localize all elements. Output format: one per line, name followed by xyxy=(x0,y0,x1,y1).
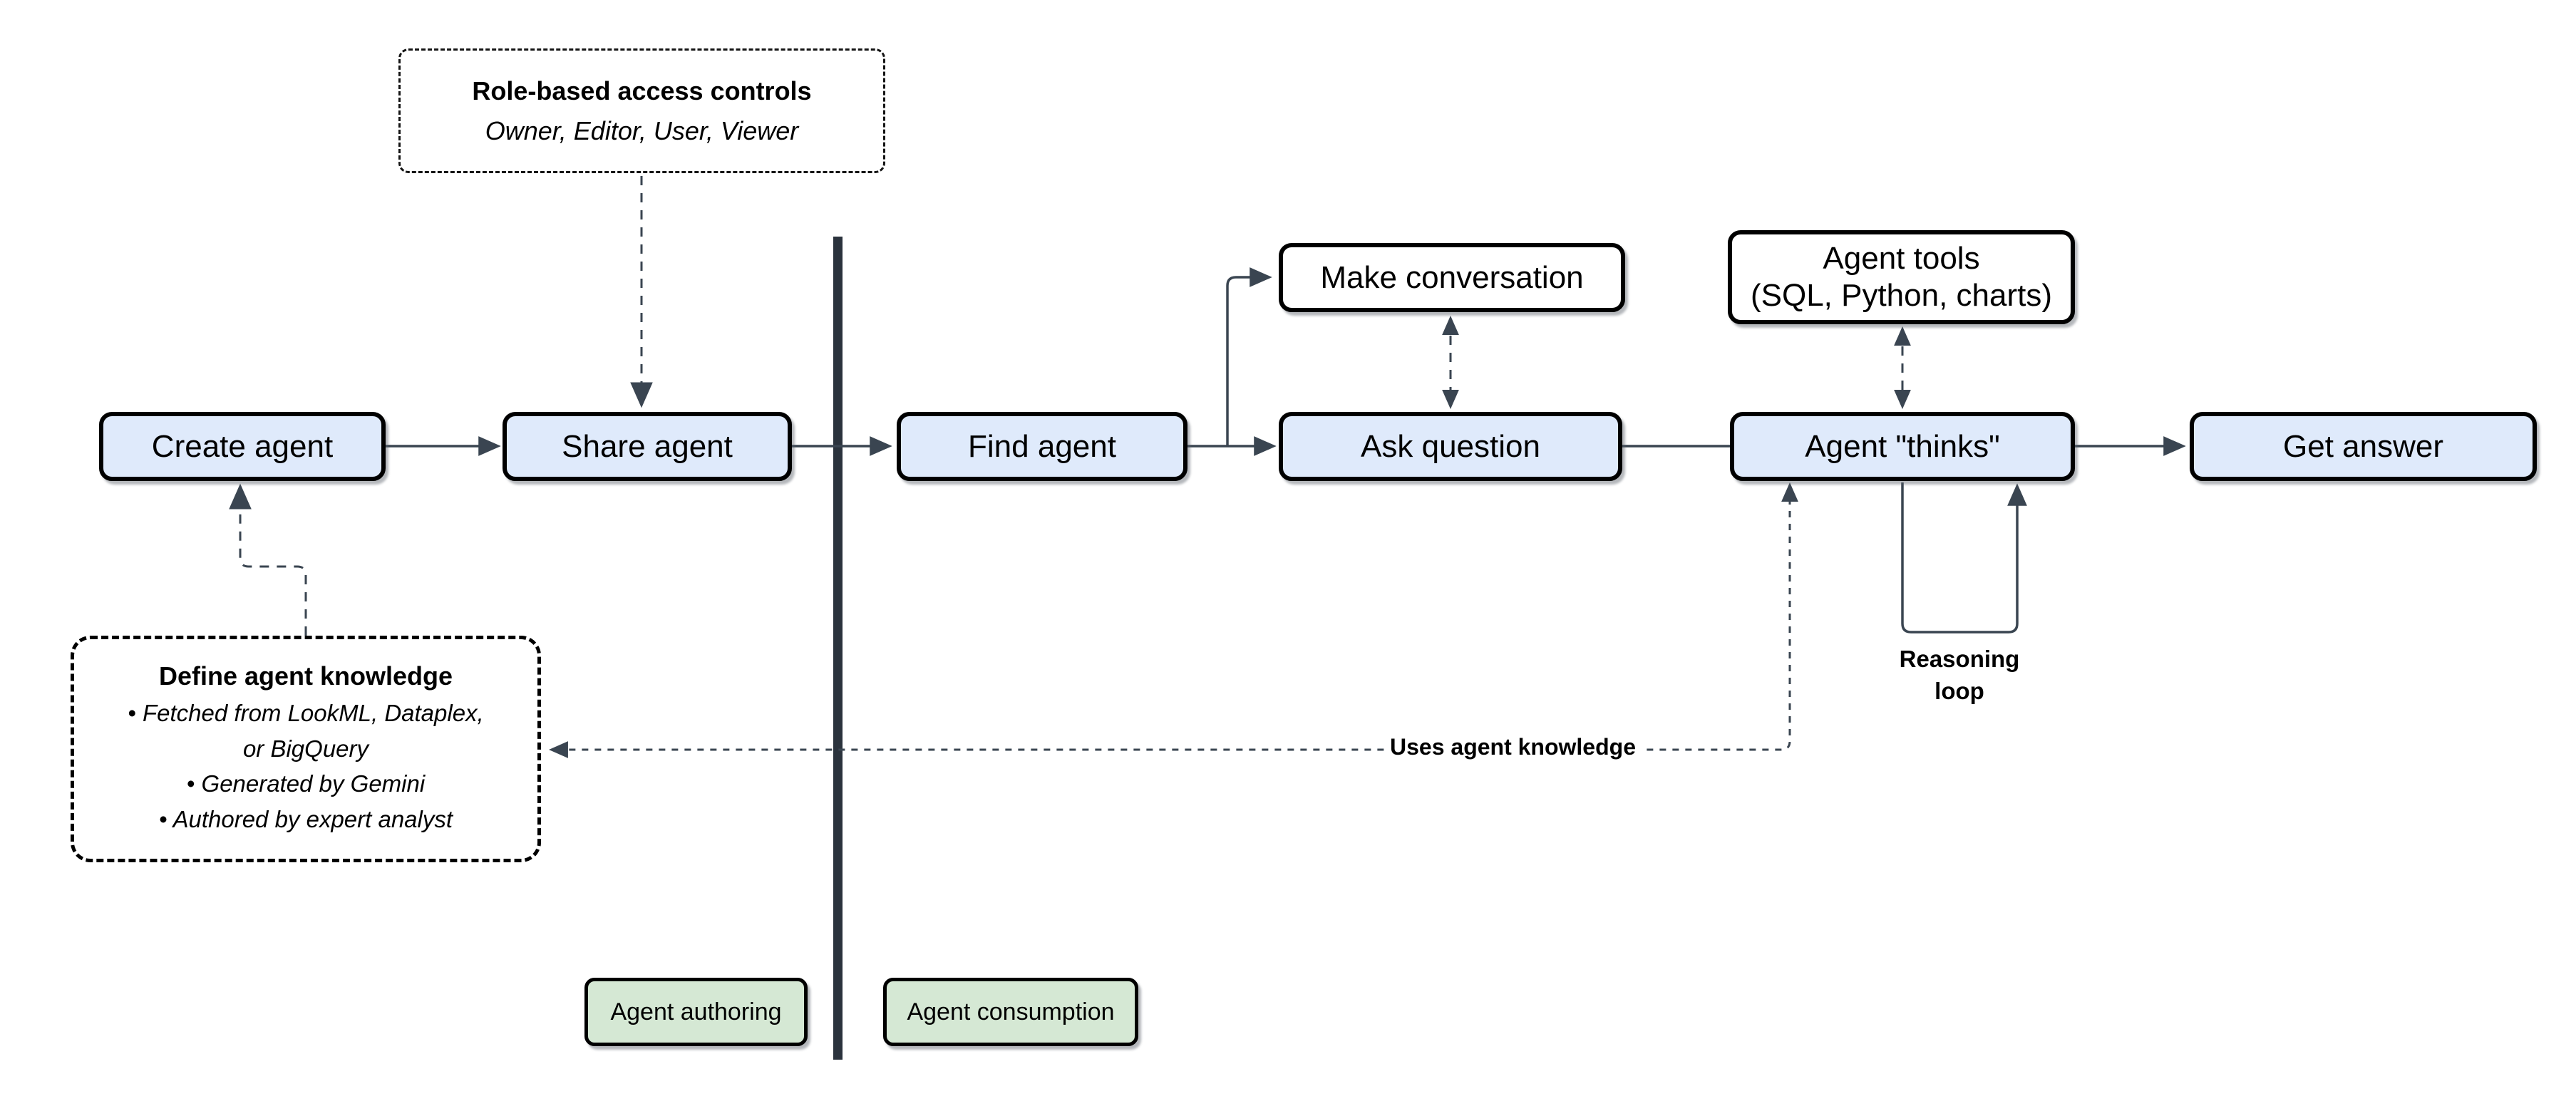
define-knowledge-title: Define agent knowledge xyxy=(158,661,453,691)
node-share-agent: Share agent xyxy=(503,412,792,481)
define-knowledge-list: • Fetched from LookML, Dataplex, or BigQ… xyxy=(120,696,491,837)
callout-role-based-access: Role-based access controls Owner, Editor… xyxy=(398,48,885,173)
list-item-text: Authored by expert analyst xyxy=(172,805,453,832)
role-access-roles: Owner, Editor, User, Viewer xyxy=(485,115,799,145)
bullet-dot: • xyxy=(158,805,168,832)
edge-uses-agent-knowledge xyxy=(548,482,1798,758)
zone-agent-authoring: Agent authoring xyxy=(584,978,808,1046)
edge-find-to-make-conversation xyxy=(1226,267,1272,446)
label-uses-agent-knowledge: Uses agent knowledge xyxy=(1384,734,1642,760)
list-item: • Generated by Gemini xyxy=(120,766,491,802)
bullet-dot: • xyxy=(128,700,136,726)
node-ask-question: Ask question xyxy=(1279,412,1622,481)
node-agent-thinks: Agent "thinks" xyxy=(1730,412,2075,481)
bullet-dot: • xyxy=(186,770,195,797)
list-item: • Authored by expert analyst xyxy=(120,802,491,837)
role-access-title: Role-based access controls xyxy=(472,76,812,105)
callout-define-knowledge: Define agent knowledge • Fetched from Lo… xyxy=(71,636,541,862)
node-get-answer: Get answer xyxy=(2190,412,2537,481)
node-create-agent: Create agent xyxy=(99,412,386,481)
label-reasoning-loop: Reasoning loop xyxy=(1899,646,2020,704)
list-item: • Fetched from LookML, Dataplex, or BigQ… xyxy=(120,696,491,766)
edge-reasoning-loop xyxy=(1901,482,2027,634)
list-item-text: Fetched from LookML, Dataplex, or BigQue… xyxy=(143,700,484,762)
node-make-conversation: Make conversation xyxy=(1279,243,1625,312)
edge-knowledge-to-create xyxy=(229,483,307,636)
list-item-text: Generated by Gemini xyxy=(201,770,426,797)
node-agent-tools: Agent tools (SQL, Python, charts) xyxy=(1728,230,2075,324)
node-find-agent: Find agent xyxy=(897,412,1187,481)
zone-agent-consumption: Agent consumption xyxy=(883,978,1138,1046)
